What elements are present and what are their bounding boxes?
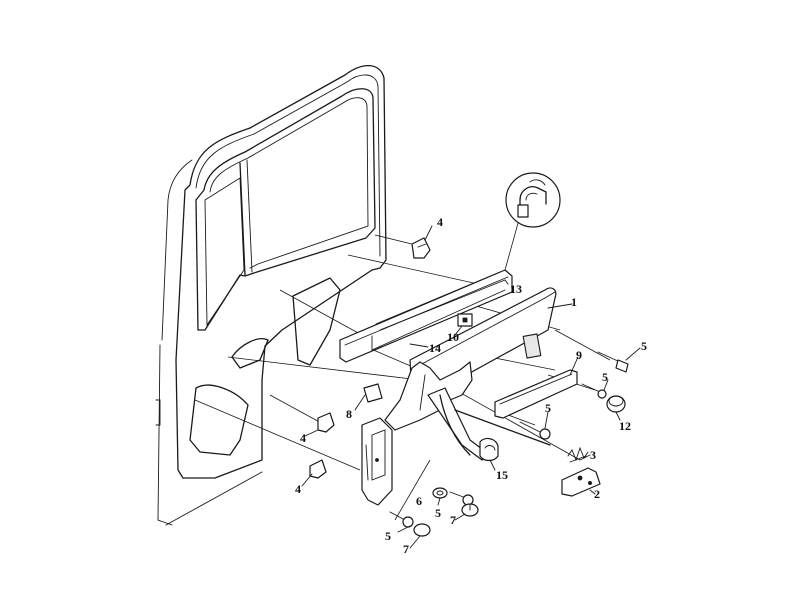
bolt-part-5-lower-center [449, 491, 474, 506]
assembly-guide-lines [194, 197, 611, 521]
door-panel [155, 64, 387, 526]
callout-1: 1 [571, 295, 577, 309]
cap-part-12 [606, 395, 626, 413]
bracket-part-9 [494, 369, 578, 419]
bolt-part-5-right-middle [581, 383, 607, 399]
callout-6: 6 [416, 494, 422, 508]
callout-4-middle: 4 [300, 431, 306, 445]
washer-part-6 [432, 487, 448, 499]
callout-4-lower: 4 [295, 482, 301, 496]
spring-part-3 [567, 446, 589, 463]
callout-5-center: 5 [545, 401, 551, 415]
callout-9: 9 [576, 348, 582, 362]
block-part-8 [363, 383, 383, 403]
bolt-part-5-right-upper [597, 351, 629, 373]
callout-5-lower-center: 5 [435, 506, 441, 520]
callout-labels: 1 2 3 4 4 4 5 5 5 5 5 6 7 7 8 9 10 12 13… [295, 215, 647, 556]
callout-5-right-upper: 5 [641, 339, 647, 353]
cap-part-7-left [413, 523, 431, 537]
glass-run-channel [339, 269, 513, 363]
callout-7-left: 7 [403, 542, 409, 556]
callout-4-upper: 4 [437, 215, 443, 229]
callout-8: 8 [346, 407, 352, 421]
callout-7-center: 7 [450, 513, 456, 527]
callout-2: 2 [594, 487, 600, 501]
detail-magnifier-inset [505, 172, 561, 228]
callout-5-right-middle: 5 [602, 370, 608, 384]
latch-plate [361, 417, 393, 506]
handle-bracket-assembly [384, 361, 491, 461]
callout-5-lower-left: 5 [385, 529, 391, 543]
callout-12: 12 [619, 419, 631, 433]
bolt-part-5-lower-left [389, 511, 414, 528]
bolt-part-5-center [519, 421, 551, 440]
trim-rail-part-1 [409, 287, 557, 399]
clip-part-10 [457, 313, 473, 327]
link-rod [439, 394, 551, 456]
callout-14: 14 [429, 341, 441, 355]
leader-lines [301, 225, 641, 549]
clip-part-4-upper [411, 237, 431, 259]
striker-part-2 [561, 467, 601, 497]
callout-15: 15 [496, 468, 508, 482]
bushing-part-15 [479, 437, 499, 462]
callout-10: 10 [447, 330, 459, 344]
callout-13: 13 [510, 282, 522, 296]
clip-part-4-lower [309, 459, 327, 479]
clip-part-4-middle [317, 412, 335, 433]
callout-3: 3 [590, 448, 596, 462]
